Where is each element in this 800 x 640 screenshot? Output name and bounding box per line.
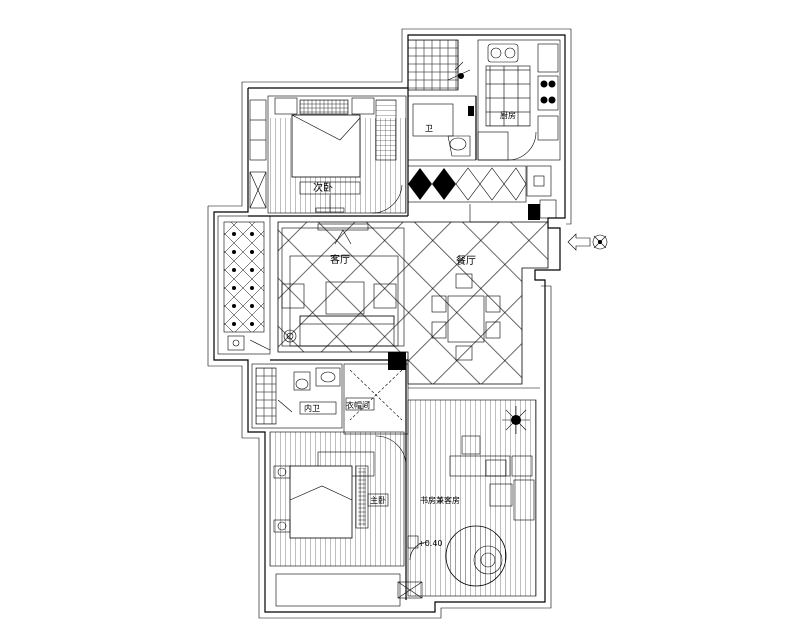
room-label-dining: 餐厅 — [456, 254, 476, 267]
room-label-upper-bathroom: 卫 — [425, 124, 433, 133]
outer-walls — [207, 28, 572, 619]
left-balcony — [217, 215, 271, 355]
potted-plant-icon — [502, 406, 530, 434]
room-label-walk-in-closet: 衣帽间 — [346, 400, 370, 410]
living-dining: 客厅 餐厅 — [277, 221, 549, 385]
upper-bathroom: 卫 — [407, 39, 477, 161]
entrance-arrow-icon — [567, 233, 608, 251]
elevation-label: +0.40 — [418, 539, 443, 548]
second-bedroom: 次卧 — [249, 95, 407, 214]
room-label-lower-bathroom: 内卫 — [304, 403, 320, 413]
room-label-living: 客厅 — [330, 253, 350, 266]
study-guest-room: 书房兼客房 +0.40 — [407, 387, 540, 597]
room-label-second-bedroom: 次卧 — [313, 181, 333, 194]
room-label-kitchen: 厨房 — [500, 110, 516, 120]
room-label-master: 主卧 — [370, 495, 386, 505]
corridor-strip — [407, 165, 527, 223]
lower-bathroom: 内卫 衣帽间 — [251, 363, 409, 435]
interior-walls — [248, 88, 477, 600]
room-label-study: 书房兼客房 — [420, 495, 460, 505]
master-bedroom: 主卧 — [269, 431, 423, 607]
kitchen: 厨房 — [477, 39, 561, 220]
